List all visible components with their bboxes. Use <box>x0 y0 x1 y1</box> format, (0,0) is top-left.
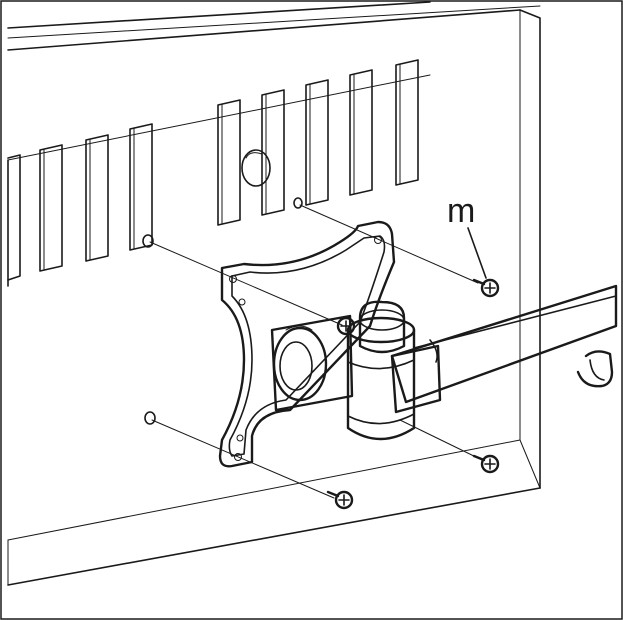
vesa-mounting-plate <box>218 220 396 468</box>
callout-m: m <box>447 192 487 279</box>
vesa-holes <box>142 197 303 425</box>
plate-hole-top-left <box>229 275 237 283</box>
vesa-hole-bottom-left <box>144 411 156 425</box>
monitor-back-panel <box>7 1 541 586</box>
vesa-hole-top-right <box>293 197 303 209</box>
tilt-joint <box>270 314 354 412</box>
vesa-hole-top-left <box>142 234 154 248</box>
callout-leader-line <box>467 227 487 279</box>
screw-bottom-left <box>326 490 354 510</box>
screw-plate <box>336 316 356 336</box>
panel-port-hole <box>241 149 271 187</box>
pivot-cylinder <box>346 300 416 441</box>
screw-top <box>472 278 500 298</box>
screw-bottom-right <box>472 454 500 474</box>
callout-label: m <box>447 192 475 230</box>
plate-hole-bottom-left <box>234 453 242 461</box>
vent-slots-right <box>217 59 419 226</box>
monitor-arm <box>390 284 618 414</box>
plate-hole-top-right <box>374 236 382 244</box>
